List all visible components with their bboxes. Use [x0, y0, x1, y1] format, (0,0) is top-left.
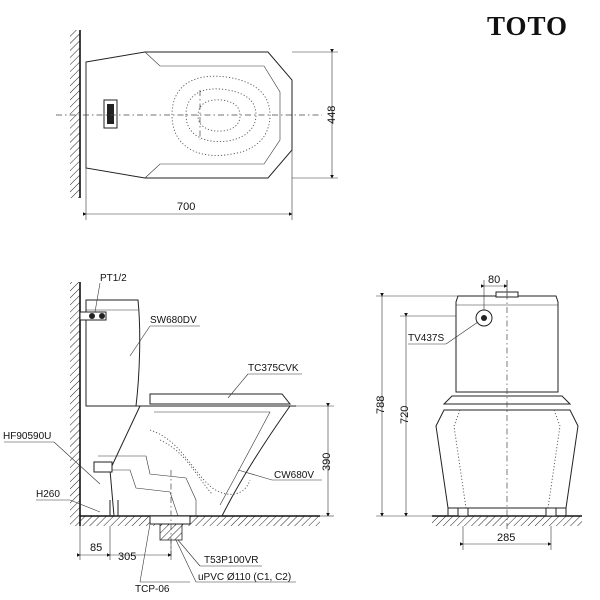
label-flush-valve: TV437S	[408, 333, 444, 344]
dim-85: 85	[90, 542, 102, 554]
dim-448: 448	[326, 106, 338, 124]
label-tank: SW680DV	[150, 315, 197, 326]
dim-788: 788	[375, 396, 387, 414]
label-valve-height: H260	[36, 489, 60, 500]
label-flange: TCP-06	[135, 584, 170, 595]
wall-hatch-top	[70, 30, 80, 198]
dim-390: 390	[321, 453, 333, 471]
top-view: 448 700	[56, 30, 338, 220]
dim-305: 305	[118, 551, 136, 563]
side-view: PT1/2 SW680DV TC375CVK HF90590U CW680V H…	[3, 273, 334, 595]
brand-logo: TOTO	[487, 11, 568, 41]
label-outlet: T53P100VR	[204, 555, 258, 566]
label-bowl: CW680V	[274, 470, 314, 481]
dim-720: 720	[399, 406, 411, 424]
label-seat: TC375CVK	[248, 363, 299, 374]
wall-hatch-side	[70, 282, 80, 526]
label-pipe: uPVC Ø110 (C1, C2)	[198, 572, 291, 583]
label-hose: HF90590U	[3, 431, 51, 442]
dim-700: 700	[177, 201, 195, 213]
front-view: 80 TV437S 788 720 285	[375, 274, 582, 550]
floor-hatch-front	[432, 516, 582, 526]
label-pt: PT1/2	[100, 273, 127, 284]
floor-hatch-side	[80, 516, 320, 526]
dim-285: 285	[497, 532, 515, 544]
dim-80: 80	[488, 274, 500, 286]
